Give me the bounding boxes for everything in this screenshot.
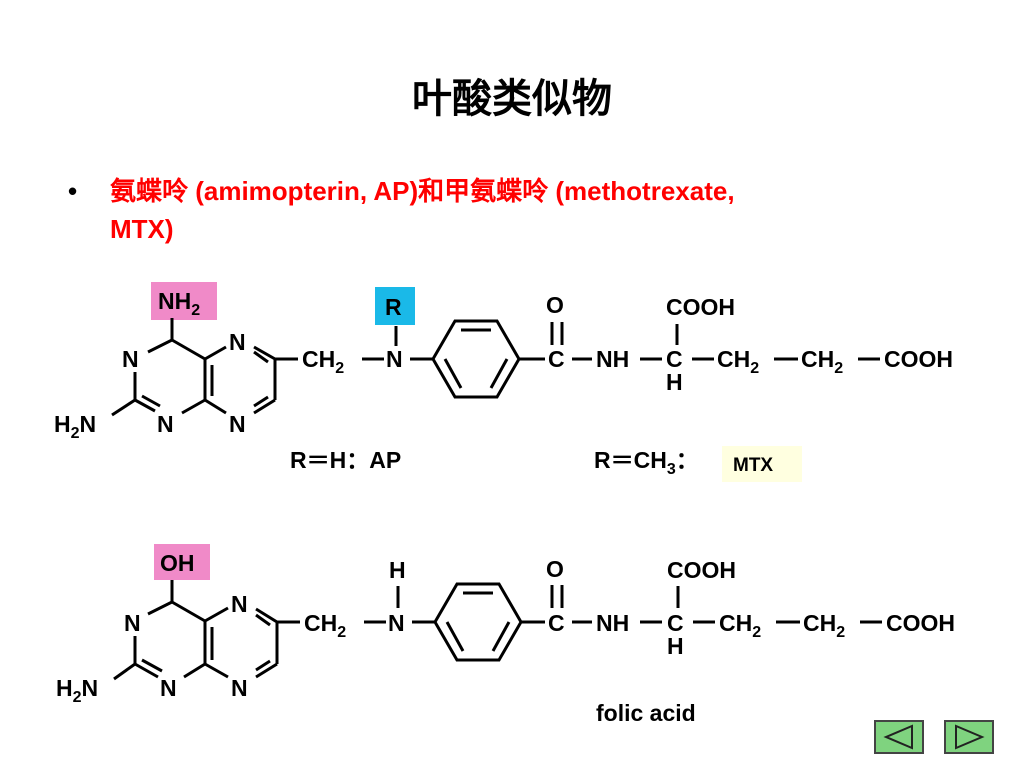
top-c-alpha: C [666, 346, 683, 372]
prev-slide-button[interactable] [874, 720, 924, 754]
nh2-highlight [151, 282, 217, 320]
mtx-note: R＝CH3： [594, 447, 699, 478]
top-cooh-top: COOH [666, 294, 735, 320]
folic-acid-caption: folic acid [596, 700, 696, 726]
top-ring-n3: N [157, 411, 174, 437]
top-ring-n2: N [122, 346, 139, 372]
r-highlight [375, 287, 415, 325]
top-ch2b-label: CH2 [717, 346, 759, 377]
mtx-badge: MTX [733, 455, 773, 476]
bottom-ch2c-label: CH2 [803, 610, 845, 641]
top-nh-label: NH [596, 346, 629, 372]
top-ch2c-label: CH2 [801, 346, 843, 377]
top-h-alpha: H [666, 369, 683, 395]
bottom-ring-n2: N [124, 610, 141, 636]
bullet-line-1: 氨蝶呤 (amimopterin, AP)和甲氨蝶呤 (methotrexate… [110, 176, 735, 206]
oh-highlight [154, 544, 210, 580]
bottom-ring-n4: N [231, 675, 248, 701]
top-h2n-label: H2N [54, 411, 96, 442]
top-n-label: N [386, 346, 403, 372]
triangle-right-icon [955, 724, 985, 750]
top-structure: NH2 R N N N N H2N CH2 N O C NH C H COOH … [54, 282, 953, 482]
top-ring-n4: N [229, 411, 246, 437]
bottom-o-label: O [546, 556, 564, 582]
bottom-c-alpha: C [667, 610, 684, 636]
top-cooh-end: COOH [884, 346, 953, 372]
bottom-labels: OH H N N N N H2N CH2 N O C NH C H COOH C… [56, 550, 955, 726]
mtx-highlight [722, 446, 802, 482]
top-ring-n1: N [229, 329, 246, 355]
top-r-label: R [385, 294, 402, 320]
triangle-left-icon [883, 724, 913, 750]
top-labels: NH2 R N N N N H2N CH2 N O C NH C H COOH … [54, 288, 953, 478]
next-slide-button[interactable] [944, 720, 994, 754]
bottom-nh-label: NH [596, 610, 629, 636]
bottom-cooh-end: COOH [886, 610, 955, 636]
bottom-ch2b-label: CH2 [719, 610, 761, 641]
top-ch2-label: CH2 [302, 346, 344, 377]
bottom-h-alpha: H [667, 633, 684, 659]
bullet-marker: • [68, 176, 78, 206]
bottom-oh-label: OH [160, 550, 195, 576]
top-nh2-label: NH2 [158, 288, 200, 319]
bottom-bonds [113, 580, 882, 681]
bottom-c-label: C [548, 610, 565, 636]
bottom-h-on-n: H [389, 557, 406, 583]
bottom-h2n-label: H2N [56, 675, 98, 706]
top-o-label: O [546, 292, 564, 318]
top-c-label: C [548, 346, 565, 372]
bottom-n-label: N [388, 610, 405, 636]
bottom-cooh-top: COOH [667, 557, 736, 583]
ap-note: R＝H：AP [290, 447, 401, 473]
bottom-ring-n3: N [160, 675, 177, 701]
bottom-ring-n1: N [231, 591, 248, 617]
bottom-structure: OH H N N N N H2N CH2 N O C NH C H COOH C… [56, 544, 955, 726]
bullet-text: 氨蝶呤 (amimopterin, AP)和甲氨蝶呤 (methotrexate… [110, 172, 970, 248]
bullet-line-2: MTX) [110, 214, 174, 244]
top-bonds [111, 318, 880, 417]
bottom-ch2-label: CH2 [304, 610, 346, 641]
slide-title: 叶酸类似物 [412, 76, 612, 122]
